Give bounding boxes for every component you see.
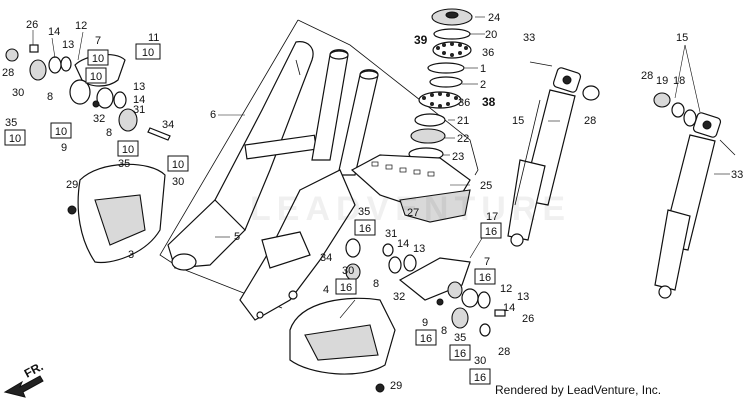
callout: 15 [512,115,524,127]
callout: 29 [66,179,78,191]
callout: 25 [480,180,492,192]
callout: 8 [441,325,447,337]
callout: 2 [480,79,486,91]
callout: 39 [414,33,428,47]
callout: 33 [523,32,535,44]
box-label: 16 [479,272,491,284]
front-direction-arrow [3,375,44,398]
box-label: 16 [474,372,486,384]
footer-credit: Rendered by LeadVenture, Inc. [495,383,662,397]
fork-tubes [311,49,379,176]
callout: 35 [5,117,17,129]
callout: 14 [397,238,409,250]
box-label: 10 [92,53,104,65]
box-label: 10 [90,71,102,83]
shock-absorber-right [653,92,736,299]
callout: 19 [656,75,668,87]
callout: 23 [452,151,464,163]
callout: 29 [390,380,402,392]
callout: 4 [323,284,329,296]
stem-bearing-stack [408,8,473,161]
callout: 13 [62,39,74,51]
callout: 12 [500,283,512,295]
callout: 30 [342,265,354,277]
callout: 6 [210,109,216,121]
callout: 17 [486,211,498,223]
callout: 30 [172,176,184,188]
callout: 26 [26,19,38,31]
callout: 35 [358,206,370,218]
callout: 13 [413,243,425,255]
callout: 13 [133,81,145,93]
box-label: 16 [420,333,432,345]
callout: 34 [320,252,332,264]
callout: 26 [522,313,534,325]
callout: 9 [61,142,67,154]
callout: 14 [48,26,60,38]
box-label: 10 [122,144,134,156]
box-label: 10 [142,47,154,59]
watermark: LEADVENTURE [250,190,572,228]
callout: 28 [498,346,510,358]
callout: 8 [106,127,112,139]
boxed-callouts: 10 10 10 10 10 10 10 16 16 16 16 16 16 1… [4,43,502,385]
callout: 7 [95,35,101,47]
callout: 38 [482,95,496,109]
fork-leg-right [239,169,356,321]
callout: 15 [676,32,688,44]
direction-label: FR. [22,359,46,380]
stem-plate [350,154,471,223]
right-lower-bracket [345,238,506,337]
callout: 31 [385,228,397,240]
callout: 34 [162,119,174,131]
callout: 27 [407,207,419,219]
callout: 31 [133,104,145,116]
callout: 11 [148,32,159,44]
callout: 8 [373,278,379,290]
right-fender [289,297,396,393]
box-label: 10 [172,159,184,171]
callout: 21 [457,115,469,127]
callout: 3 [128,249,134,261]
callout: 8 [47,91,53,103]
callout: 33 [731,169,743,181]
callout: 20 [485,29,497,41]
callout-numbers: 26 14 12 28 13 7 11 30 35 8 9 13 14 31 3… [2,12,743,392]
callout: 35 [454,332,466,344]
box-label: 16 [454,348,466,360]
callout: 14 [133,94,145,106]
callout: 13 [517,291,529,303]
box-label: 16 [359,223,371,235]
callout: 35 [118,158,130,170]
fork-leg-left [167,41,317,271]
callout: 32 [93,113,105,125]
callout: 32 [393,291,405,303]
callout: 22 [457,133,469,145]
box-label: 16 [485,226,497,238]
box-label: 10 [9,133,21,145]
callout: 28 [2,67,14,79]
callout: 7 [484,256,490,268]
callout: 18 [673,75,685,87]
callout: 28 [584,115,596,127]
shock-absorber-left [507,61,600,247]
callout: 28 [641,70,653,82]
callout: 12 [75,20,87,32]
callout: 5 [234,231,240,243]
callout: 14 [503,302,515,314]
callout: 1 [480,63,486,75]
callout: 36 [482,47,494,59]
box-label: 10 [55,126,67,138]
callout: 9 [422,317,428,329]
callout: 30 [474,355,486,367]
callout: 30 [12,87,24,99]
callout: 36 [458,97,470,109]
box-label: 16 [340,282,352,294]
left-fender [67,163,166,264]
callout: 24 [488,12,500,24]
